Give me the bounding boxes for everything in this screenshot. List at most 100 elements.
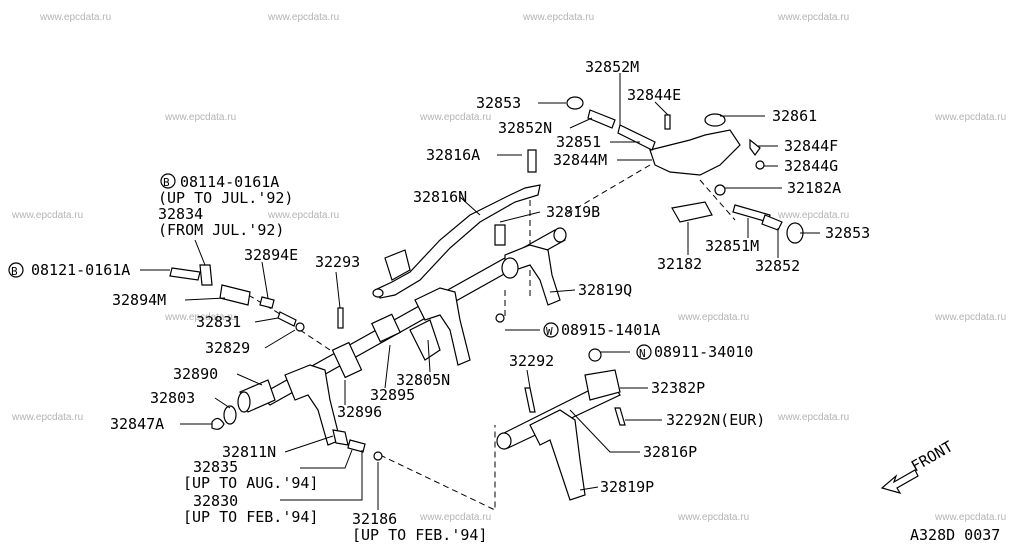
watermark: www.epcdata.ru (934, 512, 1006, 523)
part-label[interactable]: 32819P (600, 478, 654, 496)
part-label[interactable]: 32293 (315, 253, 360, 271)
watermark: www.epcdata.ru (522, 12, 594, 23)
part-label[interactable]: 32811N (222, 443, 276, 461)
part-label[interactable]: 32844M (553, 151, 607, 169)
part-label[interactable]: 32803 (150, 389, 195, 407)
watermark: www.epcdata.ru (164, 112, 236, 123)
ball-32186 (373, 451, 383, 461)
part-label[interactable]: 32844E (627, 86, 681, 104)
pin-32844E (664, 114, 671, 130)
assembly-line (699, 179, 736, 221)
part-label[interactable]: 32851M (705, 237, 759, 255)
part-label[interactable]: 32182A (787, 179, 841, 197)
part-label[interactable]: 32819Q (578, 281, 632, 299)
part-label[interactable]: 32819B (546, 203, 600, 221)
part-label[interactable]: 32382P (651, 379, 705, 397)
watermark: www.epcdata.ru (419, 512, 491, 523)
watermark: www.epcdata.ru (267, 210, 339, 221)
watermark: www.epcdata.ru (677, 512, 749, 523)
pin-32293 (337, 307, 344, 329)
pin-32851 (617, 124, 656, 151)
part-label[interactable]: 32831 (196, 313, 241, 331)
spring-32844F (749, 138, 761, 157)
fork-lug (331, 341, 363, 379)
bolt-marker-letter: B (163, 176, 170, 189)
nut-08911 (588, 348, 602, 362)
watermark: www.epcdata.ru (777, 210, 849, 221)
part-label[interactable]: 32292N(EUR) (666, 411, 765, 429)
ring-32803 (223, 405, 237, 425)
part-label[interactable]: 32816A (426, 146, 480, 164)
part-label[interactable]: 32894M (112, 291, 166, 309)
front-label: FRONT (908, 437, 956, 475)
part-label[interactable]: 32852N (498, 119, 552, 137)
part-label[interactable]: 32852M (585, 58, 639, 76)
bolt-08114 (199, 264, 213, 286)
watermark: www.epcdata.ru (11, 412, 83, 423)
bolt-08121 (169, 267, 201, 281)
pin-32292 (524, 387, 536, 413)
part-label[interactable]: 32805N (396, 371, 450, 389)
assembly-line (564, 164, 651, 216)
part-label[interactable]: 32834 (158, 205, 203, 223)
part-label[interactable]: 32816N (413, 188, 467, 206)
bolt-32182A (714, 184, 726, 196)
fork-block-32382P (584, 369, 621, 401)
part-label[interactable]: 32186 (352, 510, 397, 528)
watermark: www.epcdata.ru (419, 112, 491, 123)
rod-end (553, 227, 567, 243)
spring-32835 (347, 439, 366, 453)
part-label[interactable]: 32896 (337, 403, 382, 421)
washer-marker (543, 322, 559, 338)
part-label[interactable]: 08911-34010 (654, 343, 753, 361)
plug-32811N (332, 429, 349, 446)
part-label[interactable]: 32890 (173, 365, 218, 383)
part-label[interactable]: 32853 (476, 94, 521, 112)
part-note: [UP TO AUG.'94] (183, 474, 318, 492)
part-label[interactable]: 32852 (755, 257, 800, 275)
part-note: (FROM JUL.'92) (158, 221, 284, 239)
plug-32853 (566, 96, 584, 110)
part-label[interactable]: 32895 (370, 386, 415, 404)
nut-marker (636, 344, 652, 360)
spring-32852N (587, 109, 616, 129)
fork-block-32895 (371, 313, 401, 343)
part-label[interactable]: 32844G (784, 157, 838, 175)
watermark: www.epcdata.ru (164, 312, 236, 323)
part-label[interactable]: 32835 (193, 458, 238, 476)
part-label[interactable]: 32830 (193, 492, 238, 510)
bracket-end (372, 288, 384, 298)
part-label[interactable]: 32851 (556, 133, 601, 151)
watermark: www.epcdata.ru (267, 12, 339, 23)
part-label[interactable]: 32829 (205, 339, 250, 357)
cap-32861 (704, 113, 726, 127)
ball-32829 (295, 322, 305, 332)
pin-32292N (614, 407, 626, 426)
part-label[interactable]: 32847A (110, 415, 164, 433)
part-label[interactable]: 32861 (772, 107, 817, 125)
part-label[interactable]: 32894E (244, 246, 298, 264)
part-note: [UP TO FEB.'94] (352, 526, 487, 544)
part-label[interactable]: 32182 (657, 255, 702, 273)
washer-08915 (495, 313, 505, 323)
diagram-code: A328D 0037 (910, 526, 1000, 544)
watermark: www.epcdata.ru (934, 312, 1006, 323)
part-label[interactable]: 08121-0161A (31, 261, 130, 279)
part-label[interactable]: 32292 (509, 352, 554, 370)
rod-end-lower (496, 432, 512, 450)
bracket-tab (384, 249, 411, 281)
shift-bracket-32816N (374, 184, 541, 299)
collar-end (237, 391, 251, 413)
part-label[interactable]: 32816P (643, 443, 697, 461)
cap-32894E (259, 296, 275, 309)
part-label[interactable]: 32853 (825, 224, 870, 242)
part-label[interactable]: 08114-0161A (180, 173, 279, 191)
watermark: www.epcdata.ru (777, 412, 849, 423)
leader-lines (140, 73, 820, 510)
plate-32182 (671, 201, 713, 223)
part-label[interactable]: 08915-1401A (561, 321, 660, 339)
part-label[interactable]: 32844F (784, 137, 838, 155)
washer-marker-letter: W (546, 325, 553, 338)
front-arrow-icon (880, 469, 919, 494)
